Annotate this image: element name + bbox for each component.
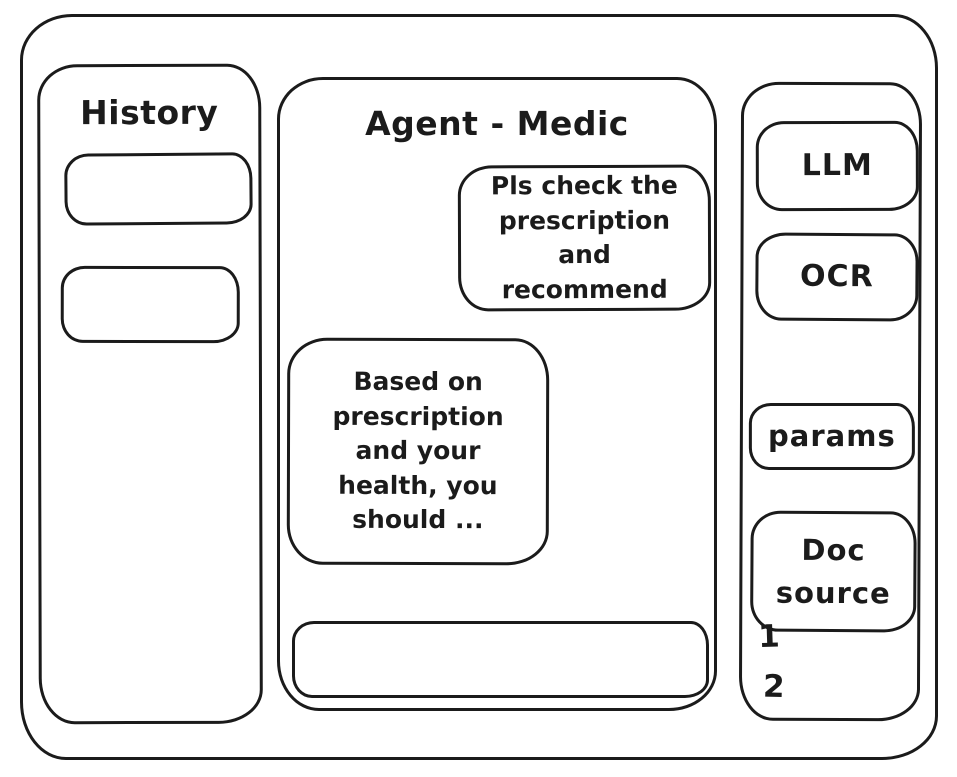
chat-input[interactable] [292, 621, 709, 698]
doc-source-button[interactable]: Doc source [750, 510, 917, 633]
doc-source-item[interactable]: 1 [757, 618, 781, 656]
params-button[interactable]: params [748, 403, 915, 471]
chat-panel: Agent - Medic Pls check the prescription… [277, 77, 717, 711]
history-item[interactable] [64, 152, 253, 226]
doc-source-item[interactable]: 2 [762, 668, 786, 706]
assistant-message-bubble: Based on prescription and your health, y… [286, 337, 550, 566]
tools-panel: LLM OCR params Doc source 1 2 [738, 81, 923, 722]
history-item[interactable] [60, 265, 240, 344]
chat-panel-title: Agent - Medic [365, 104, 629, 143]
llm-button[interactable]: LLM [755, 120, 919, 212]
history-panel-title: History [80, 92, 219, 133]
user-message-bubble: Pls check the prescription and recommend [457, 164, 712, 312]
history-panel: History [37, 63, 263, 725]
ocr-button[interactable]: OCR [755, 232, 919, 322]
